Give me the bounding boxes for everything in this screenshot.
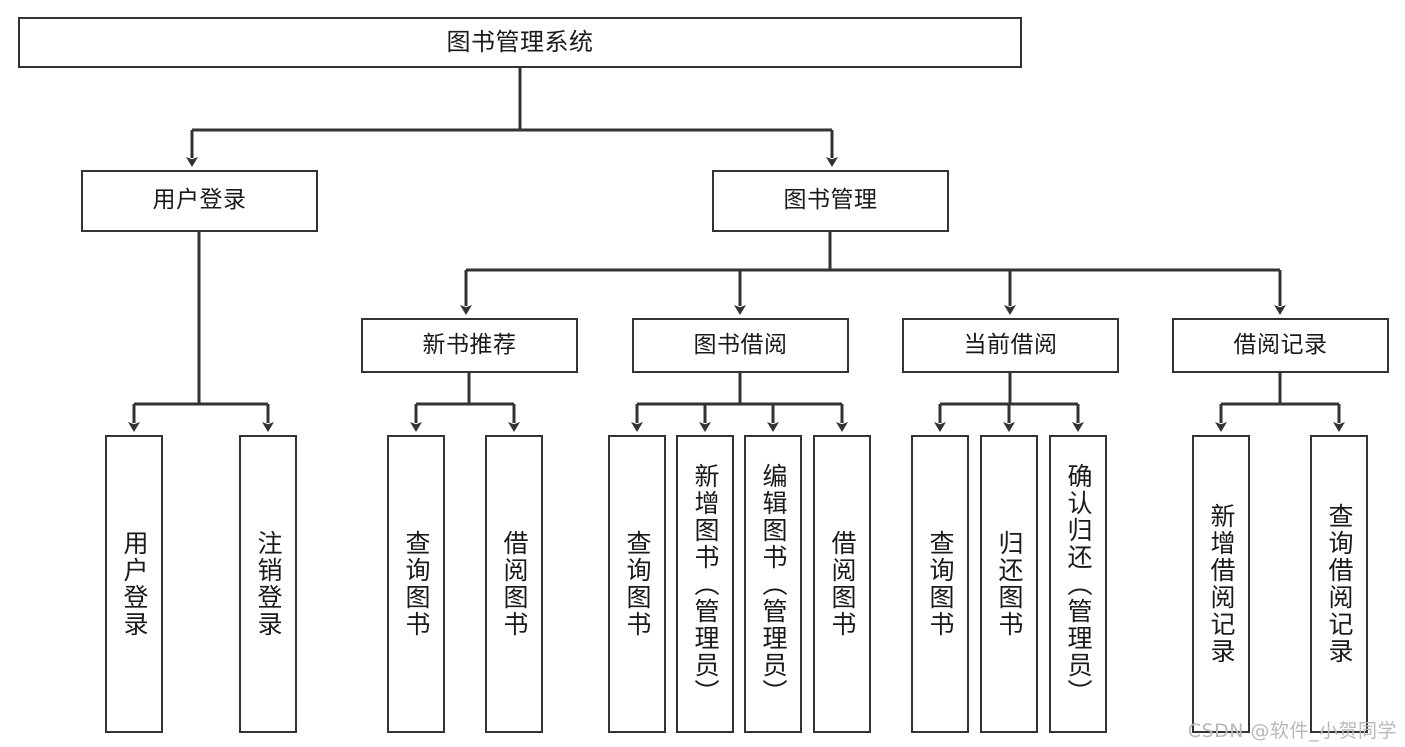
node-root-library-management-system[interactable]: 图书管理系统 bbox=[18, 17, 1022, 68]
node-label: 确认归还（管理员） bbox=[1064, 462, 1093, 706]
node-label: 图书管理系统 bbox=[446, 28, 594, 57]
node-label: 图书管理 bbox=[783, 187, 878, 214]
node-label: 查询图书 bbox=[402, 530, 431, 638]
leaf-query-books-borrowing[interactable]: 查询图书 bbox=[608, 435, 666, 733]
node-current-borrowing[interactable]: 当前借阅 bbox=[902, 318, 1119, 373]
node-book-borrowing[interactable]: 图书借阅 bbox=[632, 318, 849, 373]
leaf-query-books-current[interactable]: 查询图书 bbox=[911, 435, 969, 733]
node-label: 归还图书 bbox=[995, 530, 1024, 638]
node-label: 新增借阅记录 bbox=[1207, 503, 1236, 665]
node-label: 新书推荐 bbox=[422, 331, 517, 358]
csdn-watermark: CSDN @软件_小贺同学 bbox=[1187, 720, 1397, 742]
node-label: 用户登录 bbox=[152, 187, 247, 214]
node-label: 编辑图书（管理员） bbox=[759, 462, 788, 706]
node-label: 借阅图书 bbox=[500, 530, 529, 638]
leaf-return-books[interactable]: 归还图书 bbox=[980, 435, 1038, 733]
leaf-borrow-books-recommendation[interactable]: 借阅图书 bbox=[485, 435, 543, 733]
leaf-user-login[interactable]: 用户登录 bbox=[105, 435, 163, 733]
node-label: 借阅记录 bbox=[1233, 331, 1328, 358]
node-book-management[interactable]: 图书管理 bbox=[712, 170, 949, 232]
node-label: 用户登录 bbox=[120, 530, 149, 638]
node-label: 查询图书 bbox=[623, 530, 652, 638]
node-label: 当前借阅 bbox=[963, 331, 1058, 358]
node-label: 注销登录 bbox=[254, 530, 283, 638]
node-label: 查询图书 bbox=[926, 530, 955, 638]
leaf-query-borrowing-record[interactable]: 查询借阅记录 bbox=[1310, 435, 1368, 733]
node-user-login[interactable]: 用户登录 bbox=[81, 170, 318, 232]
leaf-borrow-books-borrowing[interactable]: 借阅图书 bbox=[813, 435, 871, 733]
leaf-add-book-admin[interactable]: 新增图书（管理员） bbox=[676, 435, 734, 733]
node-label: 新增图书（管理员） bbox=[691, 462, 720, 706]
node-new-book-recommendation[interactable]: 新书推荐 bbox=[361, 318, 578, 373]
node-label: 图书借阅 bbox=[693, 331, 788, 358]
leaf-logout[interactable]: 注销登录 bbox=[239, 435, 297, 733]
node-label: 借阅图书 bbox=[828, 530, 857, 638]
leaf-add-borrowing-record[interactable]: 新增借阅记录 bbox=[1192, 435, 1250, 733]
leaf-edit-book-admin[interactable]: 编辑图书（管理员） bbox=[744, 435, 802, 733]
leaf-query-books-recommendation[interactable]: 查询图书 bbox=[387, 435, 445, 733]
node-label: 查询借阅记录 bbox=[1325, 503, 1354, 665]
leaf-confirm-return-admin[interactable]: 确认归还（管理员） bbox=[1049, 435, 1107, 733]
node-borrowing-records[interactable]: 借阅记录 bbox=[1172, 318, 1389, 373]
